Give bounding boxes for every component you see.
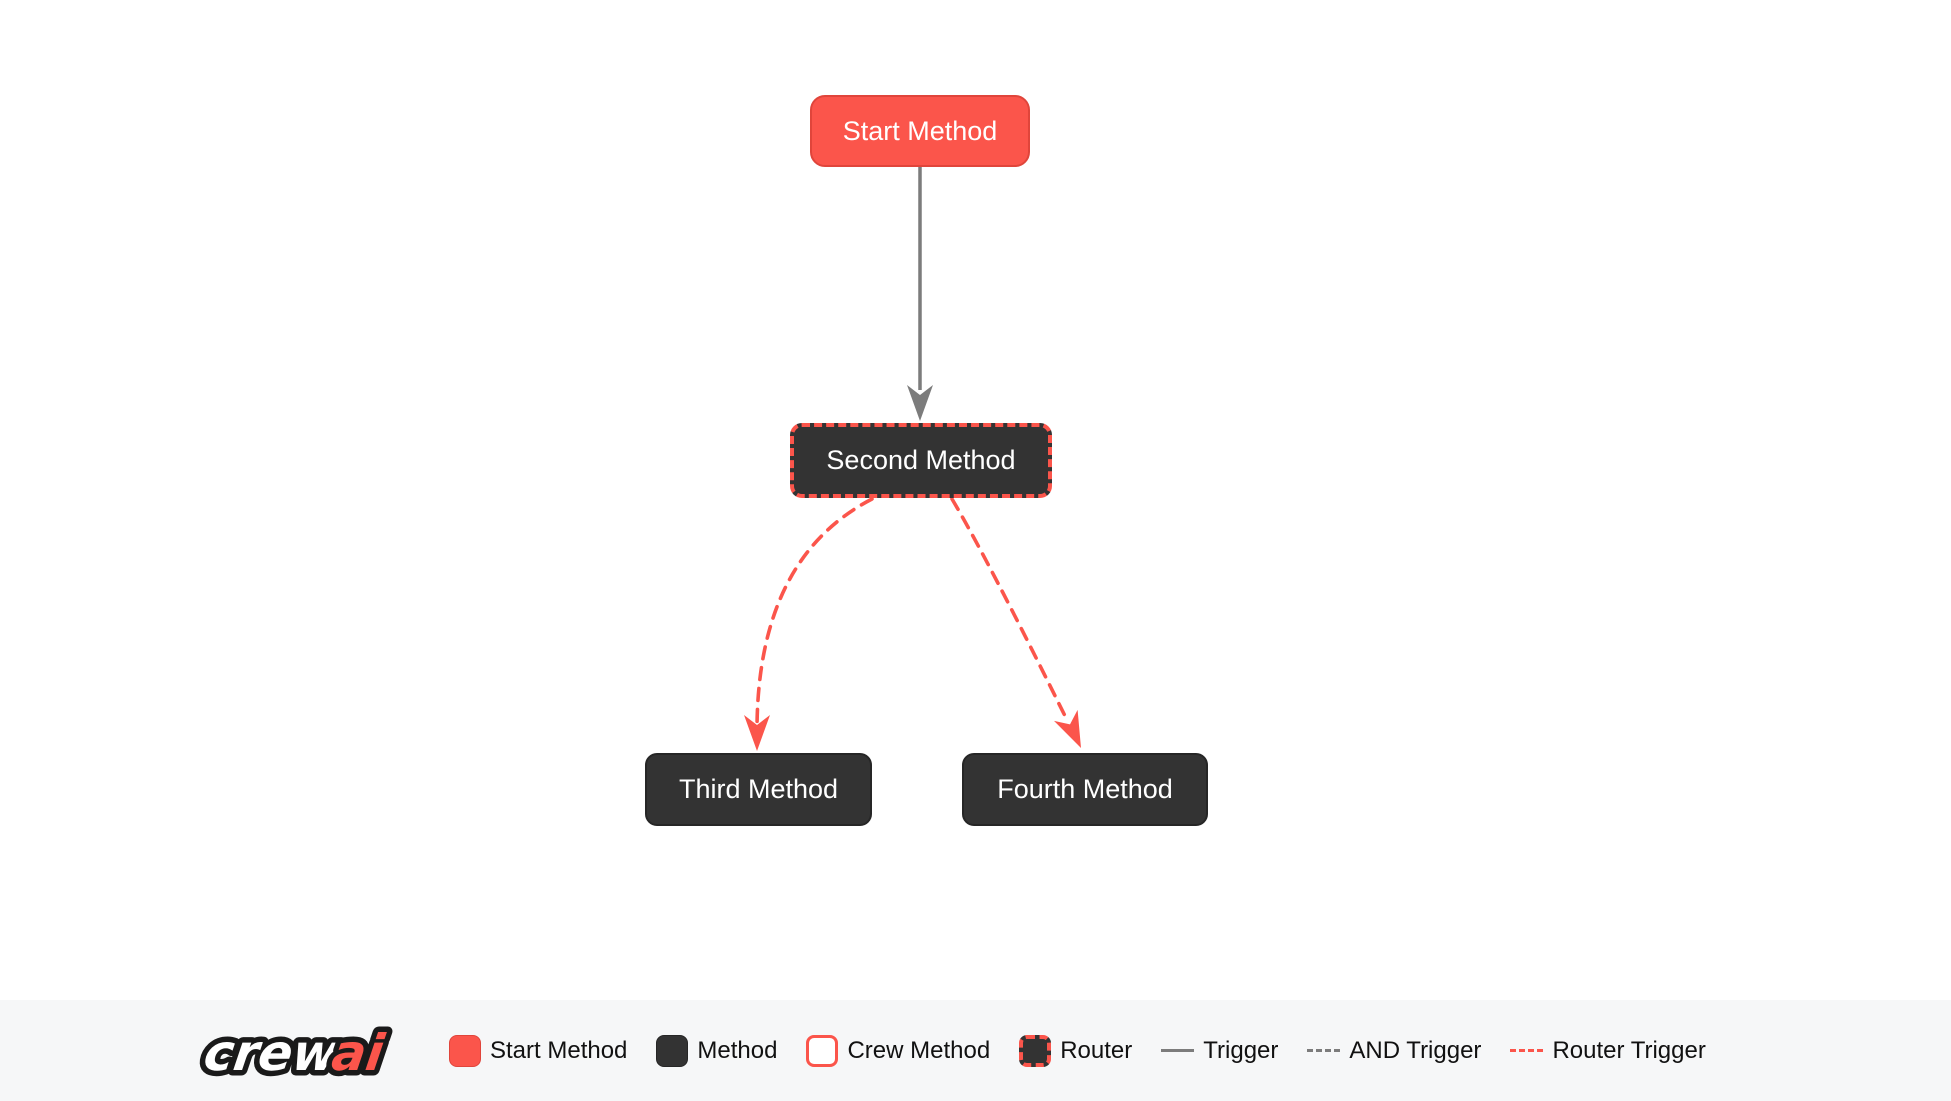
crewai-logo: crew ai	[195, 1017, 394, 1087]
node-start-method[interactable]: Start Method	[810, 95, 1030, 167]
router-trigger-line-icon	[1510, 1049, 1544, 1052]
node-fourth-method[interactable]: Fourth Method	[962, 753, 1208, 826]
logo-text-ai: ai	[328, 1023, 388, 1082]
legend-label: Trigger	[1203, 1036, 1279, 1064]
node-third-method[interactable]: Third Method	[645, 753, 872, 826]
legend-item-method: Method	[656, 1034, 778, 1067]
flow-canvas[interactable]: Start Method Second Method Third Method …	[0, 0, 1951, 1000]
legend-item-start-method: Start Method	[449, 1034, 628, 1067]
legend-bar: crew ai Start Method Method Crew Method …	[0, 1000, 1951, 1101]
router-swatch-icon	[1019, 1034, 1052, 1067]
node-label: Fourth Method	[997, 774, 1173, 804]
node-second-method[interactable]: Second Method	[790, 423, 1052, 498]
legend-label: Router Trigger	[1552, 1036, 1706, 1064]
trigger-line-icon	[1161, 1049, 1195, 1052]
edge-router-second-fourth	[950, 497, 1069, 722]
and-trigger-line-icon	[1307, 1049, 1341, 1052]
crew-method-swatch-icon	[806, 1034, 839, 1067]
legend-label: Crew Method	[847, 1036, 991, 1064]
legend-label: Router	[1060, 1036, 1133, 1064]
logo-text-crew: crew	[200, 1023, 343, 1082]
start-method-swatch-icon	[449, 1034, 481, 1067]
legend-item-crew-method: Crew Method	[806, 1034, 991, 1067]
legend-label: Method	[697, 1036, 778, 1064]
arrowhead-trigger	[907, 385, 933, 421]
node-label: Start Method	[842, 115, 998, 146]
legend-item-trigger: Trigger	[1161, 1037, 1278, 1065]
arrowhead-router-right	[1054, 709, 1081, 748]
legend-item-and-trigger: AND Trigger	[1307, 1037, 1481, 1065]
node-label: Second Method	[826, 445, 1016, 475]
arrowhead-router-left	[744, 715, 770, 751]
legend-item-router: Router	[1019, 1034, 1133, 1067]
legend-label: Start Method	[490, 1036, 628, 1064]
method-swatch-icon	[656, 1034, 689, 1067]
edge-router-second-third	[755, 497, 874, 730]
node-label: Third Method	[678, 774, 839, 804]
legend-label: AND Trigger	[1349, 1036, 1482, 1064]
legend-item-router-trigger: Router Trigger	[1510, 1036, 1706, 1065]
edges-layer	[744, 167, 1081, 751]
